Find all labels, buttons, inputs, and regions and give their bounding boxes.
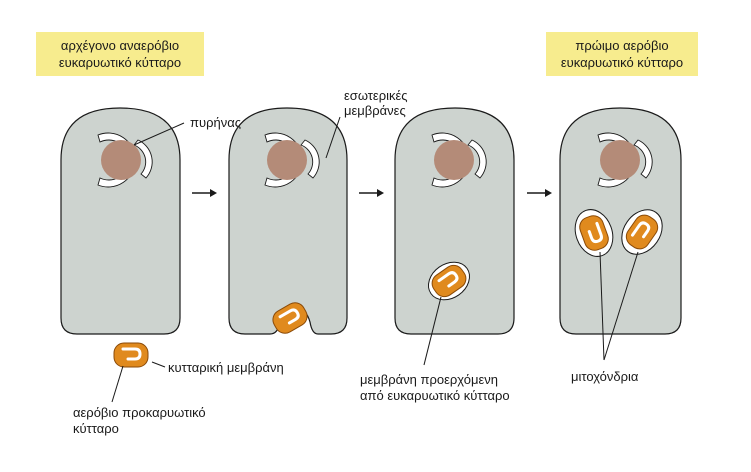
label-aerobic-prokaryote-2: κύτταρο bbox=[73, 421, 119, 436]
title-aerobic-line1: πρώιμο αερόβιο bbox=[575, 38, 668, 53]
title-box-anaerobic: αρχέγονο αναερόβιο ευκαρυωτικό κύτταρο bbox=[36, 32, 204, 76]
title-aerobic-line2: ευκαρυωτικό κύτταρο bbox=[561, 55, 683, 70]
arrow-3 bbox=[527, 189, 552, 197]
title-box-anaerobic-bg bbox=[36, 32, 204, 76]
cell-2-internal-membrane-2 bbox=[300, 139, 320, 179]
label-internal-membranes-2: μεμβράνες bbox=[344, 103, 406, 118]
label-mitochondria: μιτοχόνδρια bbox=[571, 369, 639, 384]
leader-aerobic-prokaryote bbox=[111, 365, 124, 403]
leader-mitochondria-left bbox=[599, 251, 605, 361]
title-anaerobic-line1: αρχέγονο αναερόβιο bbox=[61, 38, 179, 53]
cell-3-internalized bbox=[394, 107, 515, 335]
leader-mitochondria-right bbox=[603, 251, 639, 361]
leader-derived-membrane bbox=[423, 296, 442, 366]
cell-4-internal-membrane-2 bbox=[633, 139, 653, 179]
leader-cell-membrane bbox=[151, 361, 166, 368]
label-derived-membrane-1: μεμβράνη προερχόμενη bbox=[360, 372, 498, 387]
arrow-1 bbox=[192, 189, 217, 197]
label-derived-membrane-2: από ευκαρυωτικό κύτταρο bbox=[360, 388, 510, 403]
title-box-aerobic: πρώιμο αερόβιο ευκαρυωτικό κύτταρο bbox=[546, 32, 698, 76]
cell-3-nucleus bbox=[434, 140, 474, 180]
title-anaerobic-line2: ευκαρυωτικό κύτταρο bbox=[59, 55, 181, 70]
label-nucleus: πυρήνας bbox=[190, 115, 241, 130]
cell-1-anaerobic bbox=[60, 107, 181, 335]
cell-4-aerobic bbox=[559, 107, 682, 335]
cell-1-nucleus bbox=[101, 140, 141, 180]
cell-2-nucleus bbox=[267, 140, 307, 180]
cell-3-internal-membrane-2 bbox=[467, 139, 487, 179]
cell-4-nucleus bbox=[600, 140, 640, 180]
cell-1-internal-membrane-2 bbox=[133, 139, 153, 179]
free-aerobic-prokaryote bbox=[112, 341, 150, 369]
leader-nucleus bbox=[133, 122, 185, 146]
label-internal-membranes-1: εσωτερικές bbox=[344, 88, 408, 103]
leader-internal-membranes bbox=[325, 116, 341, 159]
label-aerobic-prokaryote-1: αερόβιο προκαρυωτικό bbox=[73, 405, 206, 420]
arrow-2 bbox=[359, 189, 384, 197]
label-cell-membrane: κυτταρική μεμβράνη bbox=[168, 360, 284, 375]
cell-2-engulfing bbox=[228, 107, 348, 339]
title-box-aerobic-bg bbox=[546, 32, 698, 76]
